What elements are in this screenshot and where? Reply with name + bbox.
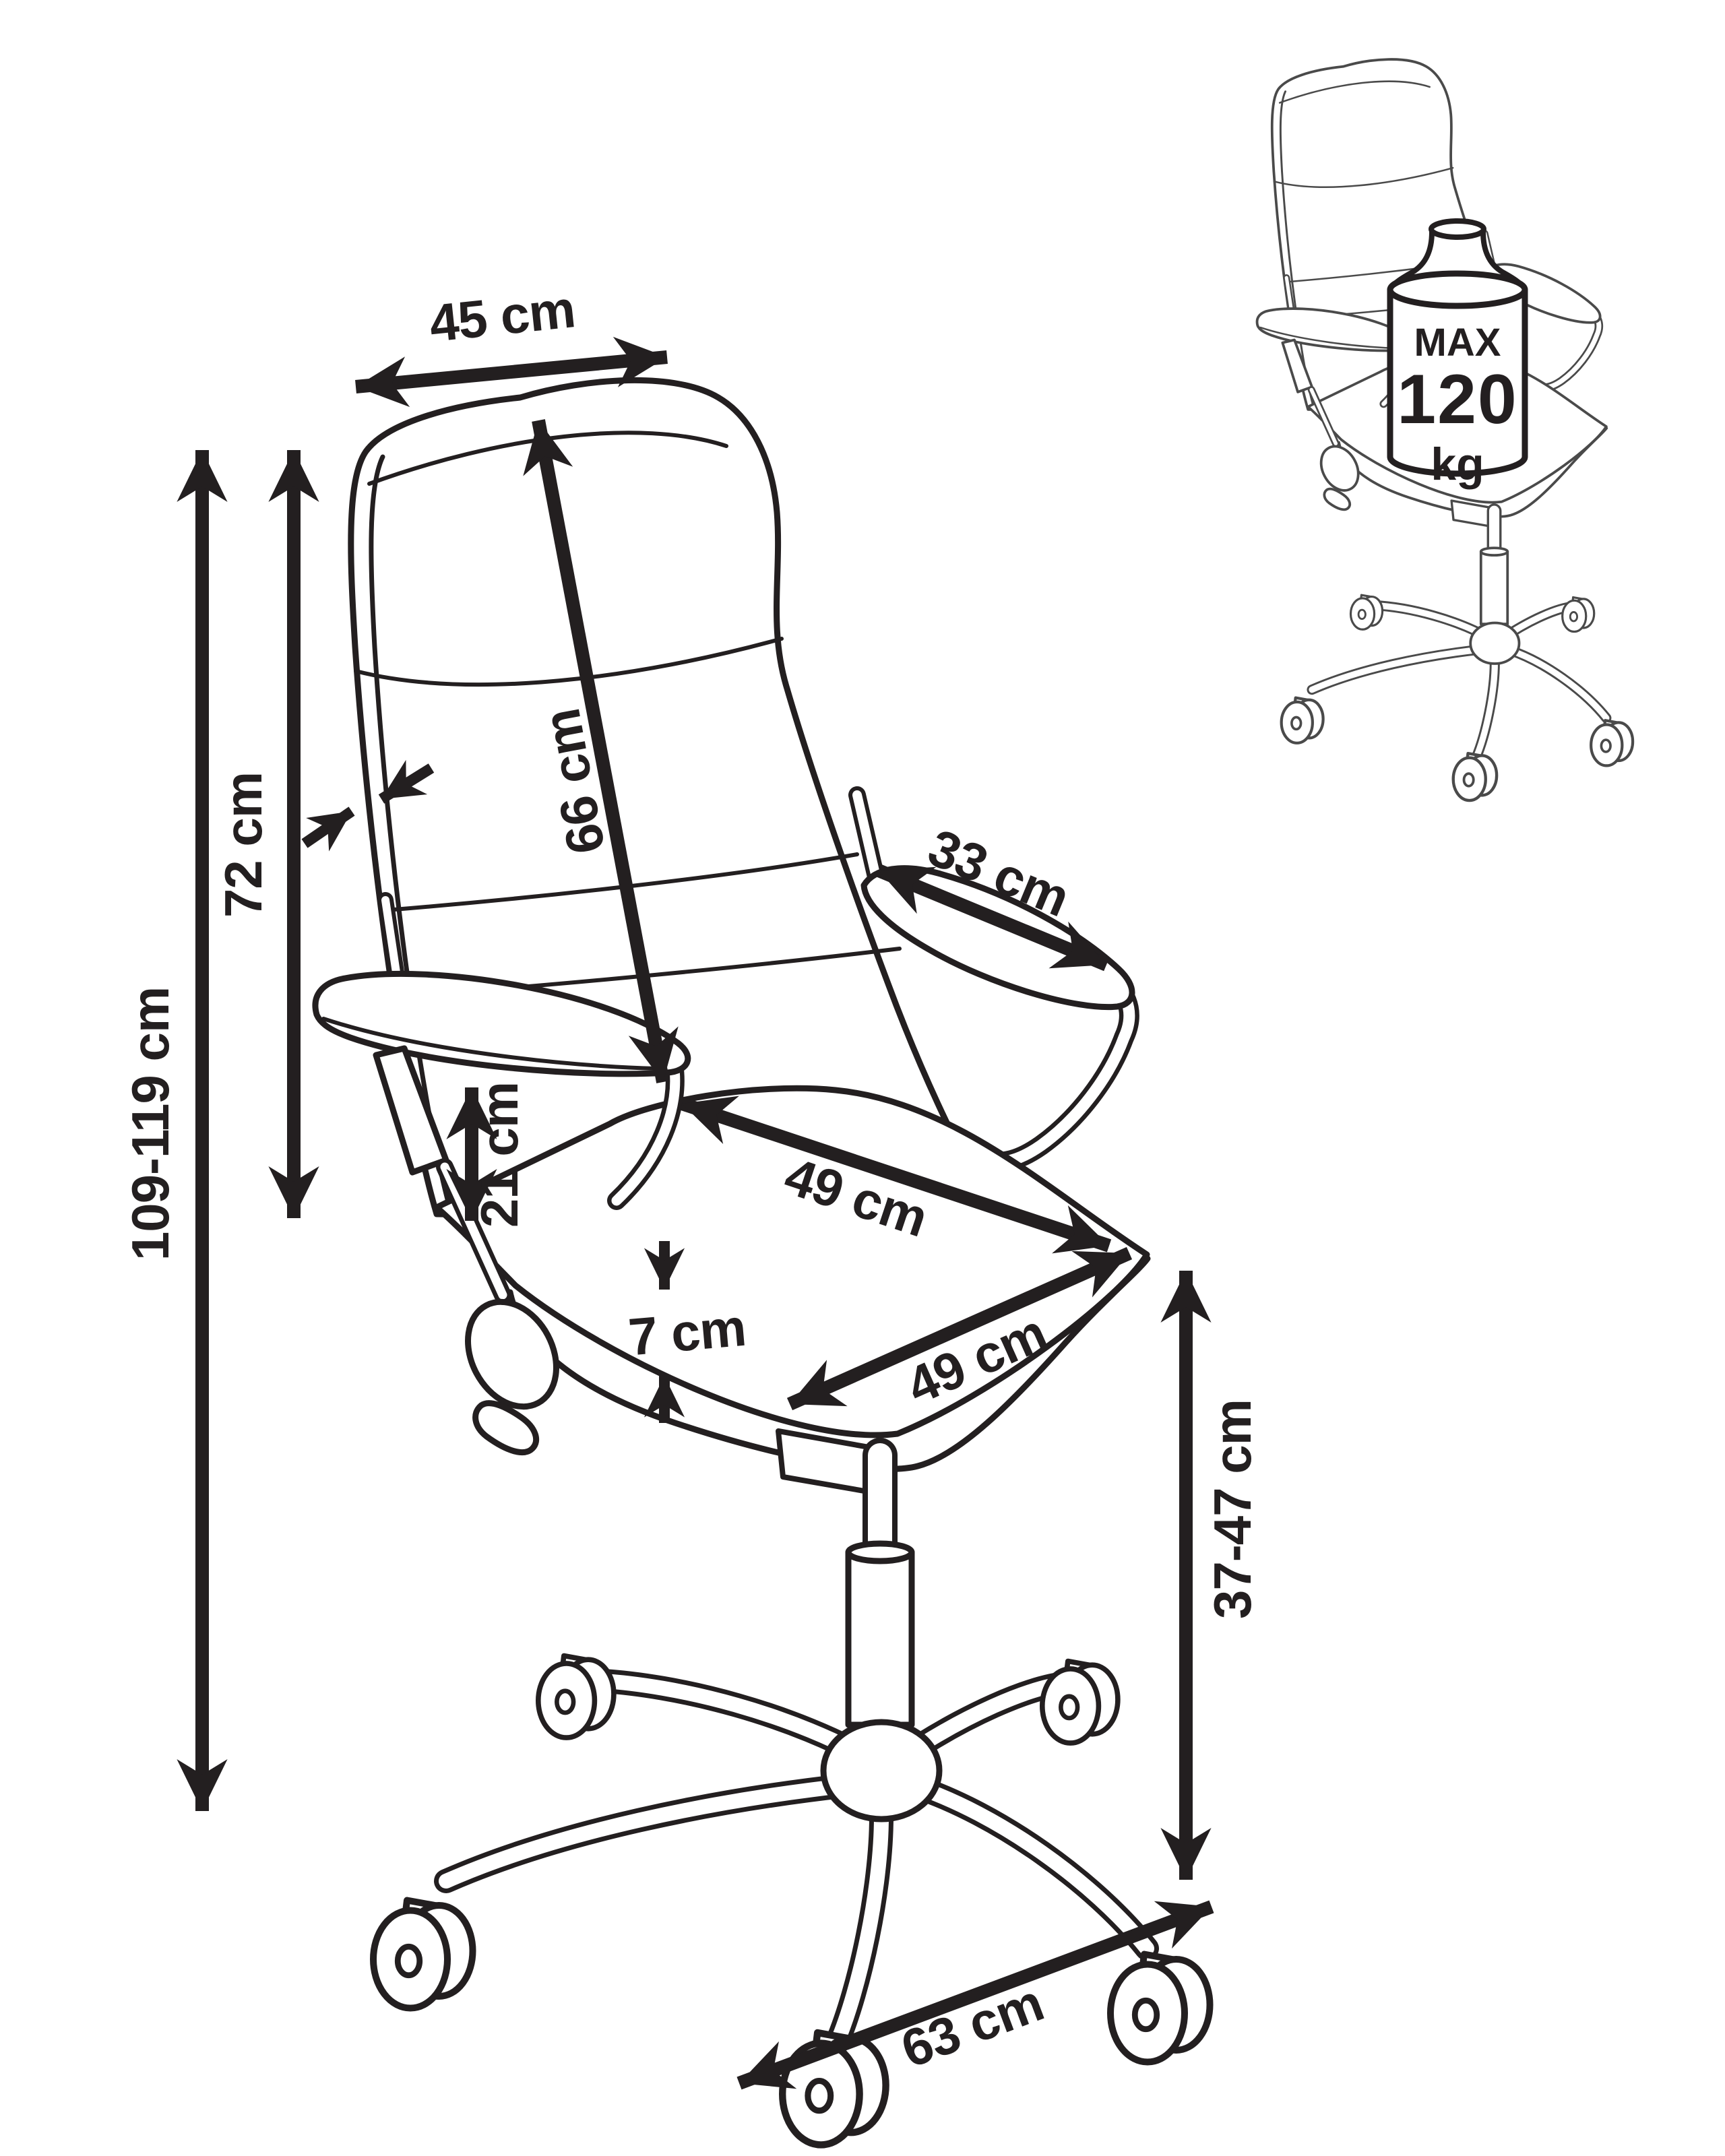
- dim-seat-height: 37-47 cm: [1160, 1271, 1262, 1880]
- overall-height-label: 109-119 cm: [121, 987, 180, 1261]
- backrest-thickness-arrows: [301, 759, 435, 852]
- max-load-weight: MAX 120 kg: [1387, 218, 1528, 490]
- max-load-line1: MAX: [1414, 321, 1501, 364]
- dim-armrest-height: 21 cm: [446, 1082, 529, 1228]
- weight-handle-top: [1429, 218, 1486, 240]
- dim-seat-thickness: 7 cm: [626, 1241, 748, 1423]
- seat-height-label: 37-47 cm: [1203, 1399, 1262, 1619]
- dim-overall-height: 109-119 cm: [121, 450, 228, 1811]
- dim-backrest-width: 45 cm: [355, 279, 668, 408]
- max-load-line2: 120: [1397, 360, 1518, 439]
- weight-body: [1387, 286, 1528, 477]
- base-diameter-label: 63 cm: [893, 1973, 1050, 2079]
- max-load-line3: kg: [1431, 439, 1484, 490]
- main-chair: [315, 380, 1210, 2145]
- dim-backrest-height: 72 cm: [214, 450, 319, 1218]
- armrest-height-label: 21 cm: [470, 1082, 529, 1228]
- backrest-width-label: 45 cm: [427, 279, 577, 353]
- seat-thickness-label: 7 cm: [626, 1298, 748, 1367]
- weight-body-top: [1387, 270, 1528, 309]
- backrest-height-label: 72 cm: [214, 772, 273, 918]
